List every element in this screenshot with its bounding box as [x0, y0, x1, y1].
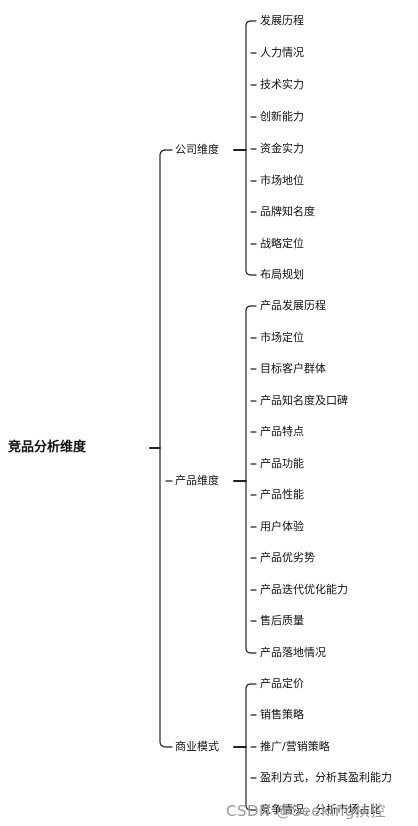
- leaf-node: 推广/营销策略: [260, 740, 330, 753]
- leaf-node: 资金实力: [260, 142, 304, 155]
- leaf-node: 产品迭代优化能力: [260, 583, 348, 596]
- leaf-node: 竞争情况，分析市场占比: [260, 803, 381, 816]
- leaf-node: 产品发展历程: [260, 299, 326, 312]
- root-node: 竞品分析维度: [8, 440, 87, 455]
- branch-label: 产品维度: [175, 474, 219, 487]
- leaf-node: 技术实力: [260, 78, 304, 91]
- leaf-bracket: [245, 305, 252, 654]
- leaf-node: 产品性能: [260, 488, 304, 501]
- leaf-node: 盈利方式，分析其盈利能力: [260, 771, 392, 784]
- leaf-node: 市场定位: [260, 331, 304, 344]
- leaf-node: 人力情况: [260, 46, 304, 59]
- leaf-node: 产品知名度及口碑: [260, 394, 348, 407]
- leaf-bracket: [245, 683, 252, 811]
- leaf-node: 品牌知名度: [260, 205, 315, 218]
- watermark: CSDN @Seeking扶控: [226, 802, 386, 820]
- leaf-node: 售后质量: [260, 614, 304, 627]
- leaf-node: 产品特点: [260, 425, 304, 438]
- leaf-node: 发展历程: [260, 14, 304, 27]
- leaf-node: 创新能力: [260, 110, 304, 123]
- leaf-node: 市场地位: [260, 174, 304, 187]
- leaf-node: 布局规划: [260, 268, 304, 281]
- leaf-node: 产品定价: [260, 677, 304, 690]
- leaf-bracket: [245, 20, 252, 276]
- leaf-node: 产品功能: [260, 457, 304, 470]
- leaf-node: 目标客户群体: [260, 362, 326, 375]
- branch-label: 公司维度: [175, 143, 219, 156]
- leaf-node: 战略定位: [260, 237, 304, 250]
- branch-label: 商业模式: [175, 740, 219, 753]
- leaf-node: 销售策略: [260, 708, 304, 721]
- leaf-node: 产品优劣势: [260, 551, 315, 564]
- leaf-node: 产品落地情况: [260, 646, 326, 659]
- leaf-node: 用户体验: [260, 520, 304, 533]
- root-bracket: [159, 149, 167, 748]
